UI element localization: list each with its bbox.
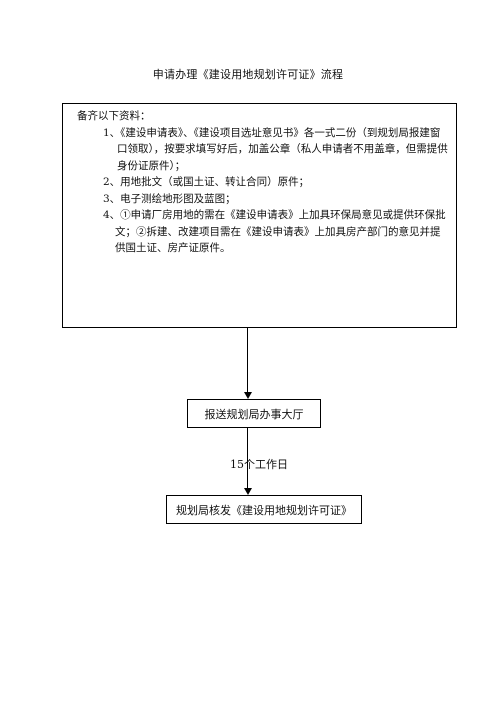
requirement-item-1: 1、《建设申请表》、《建设项目选址意见书》各一式二份（到规划局报建窗口领取），按…	[103, 126, 448, 172]
submit-step-label: 报送规划局办事大厅	[204, 407, 304, 421]
connector-line-1	[247, 328, 248, 392]
requirement-item-4: 4、①申请厂房用地的需在《建设申请表》上加具环保局意见或提供环保批文；②拆建、改…	[103, 209, 446, 254]
requirement-item-2: 2、用地批文（或国土证、转让合同）原件；	[103, 176, 310, 188]
requirement-item-3: 3、电子测绘地形图及蓝图；	[103, 192, 236, 205]
issue-step-box: 规划局核发《建设用地规划许可证》	[166, 495, 362, 524]
arrow-head-2	[243, 488, 252, 495]
requirements-box: 备齐以下资料： 1、《建设申请表》、《建设项目选址意见书》各一式二份（到规划局报…	[62, 103, 457, 328]
connector-line-2	[247, 428, 248, 488]
requirements-list: 备齐以下资料： 1、《建设申请表》、《建设项目选址意见书》各一式二份（到规划局报…	[77, 108, 448, 257]
submit-step-box: 报送规划局办事大厅	[187, 399, 321, 428]
issue-step-label: 规划局核发《建设用地规划许可证》	[176, 503, 352, 517]
duration-label: 15个工作日	[230, 458, 288, 471]
requirements-heading: 备齐以下资料：	[77, 110, 151, 122]
arrow-head-1	[243, 392, 252, 399]
page-title: 申请办理《建设用地规划许可证》流程	[152, 68, 344, 81]
